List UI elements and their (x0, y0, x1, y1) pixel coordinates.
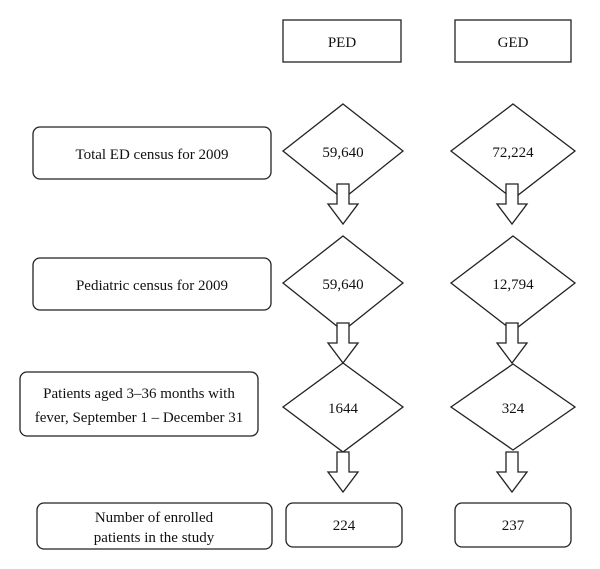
ped-arrow-down-icon (326, 322, 360, 365)
ged-pediatric-census-value: 12,794 (492, 277, 534, 293)
ped-total-census-value: 59,640 (322, 145, 363, 161)
total-census-label: Total ED census for 2009 (75, 147, 228, 163)
enrolled-patients-label-line-2: patients in the study (94, 530, 215, 546)
ged-column-header: GED (454, 19, 572, 63)
enrolled-patients-label-box (36, 502, 273, 550)
total-census-row: Total ED census for 2009 59,640 72,224 (32, 103, 577, 200)
ped-arrow-down-icon (326, 183, 360, 226)
febrile-patients-label-box (19, 371, 259, 437)
ped-column-header: PED (282, 19, 402, 63)
febrile-patients-row: Patients aged 3–36 months with fever, Se… (19, 362, 577, 453)
ped-arrow-down-icon (326, 451, 360, 494)
ged-arrow-down-icon (495, 451, 529, 494)
ged-column-header-label: GED (498, 35, 529, 51)
enrolled-patients-row: Number of enrolled patients in the study… (36, 502, 572, 550)
ged-arrow-down-icon (495, 322, 529, 365)
ped-febrile-patients-value: 1644 (328, 401, 359, 417)
febrile-patients-label-line-2: fever, September 1 – December 31 (35, 410, 243, 426)
pediatric-census-label-box (32, 257, 272, 311)
total-census-label-box (32, 126, 272, 180)
pediatric-census-row: Pediatric census for 2009 59,640 12,794 (32, 235, 577, 332)
pediatric-census-label: Pediatric census for 2009 (76, 278, 228, 294)
enrolled-patients-label-line-1: Number of enrolled (95, 510, 214, 526)
ped-enrolled-value: 224 (333, 518, 356, 534)
ged-arrow-down-icon (495, 183, 529, 226)
ped-column-header-label: PED (328, 35, 357, 51)
ped-enrolled-box (285, 502, 403, 548)
ged-febrile-patients-value: 324 (502, 401, 525, 417)
ged-enrolled-value: 237 (502, 518, 525, 534)
ged-enrolled-box (454, 502, 572, 548)
ged-total-census-value: 72,224 (492, 145, 534, 161)
ged-febrile-patients-diamond (449, 363, 577, 451)
ped-pediatric-census-value: 59,640 (322, 277, 363, 293)
febrile-patients-label-line-1: Patients aged 3–36 months with (43, 386, 235, 402)
